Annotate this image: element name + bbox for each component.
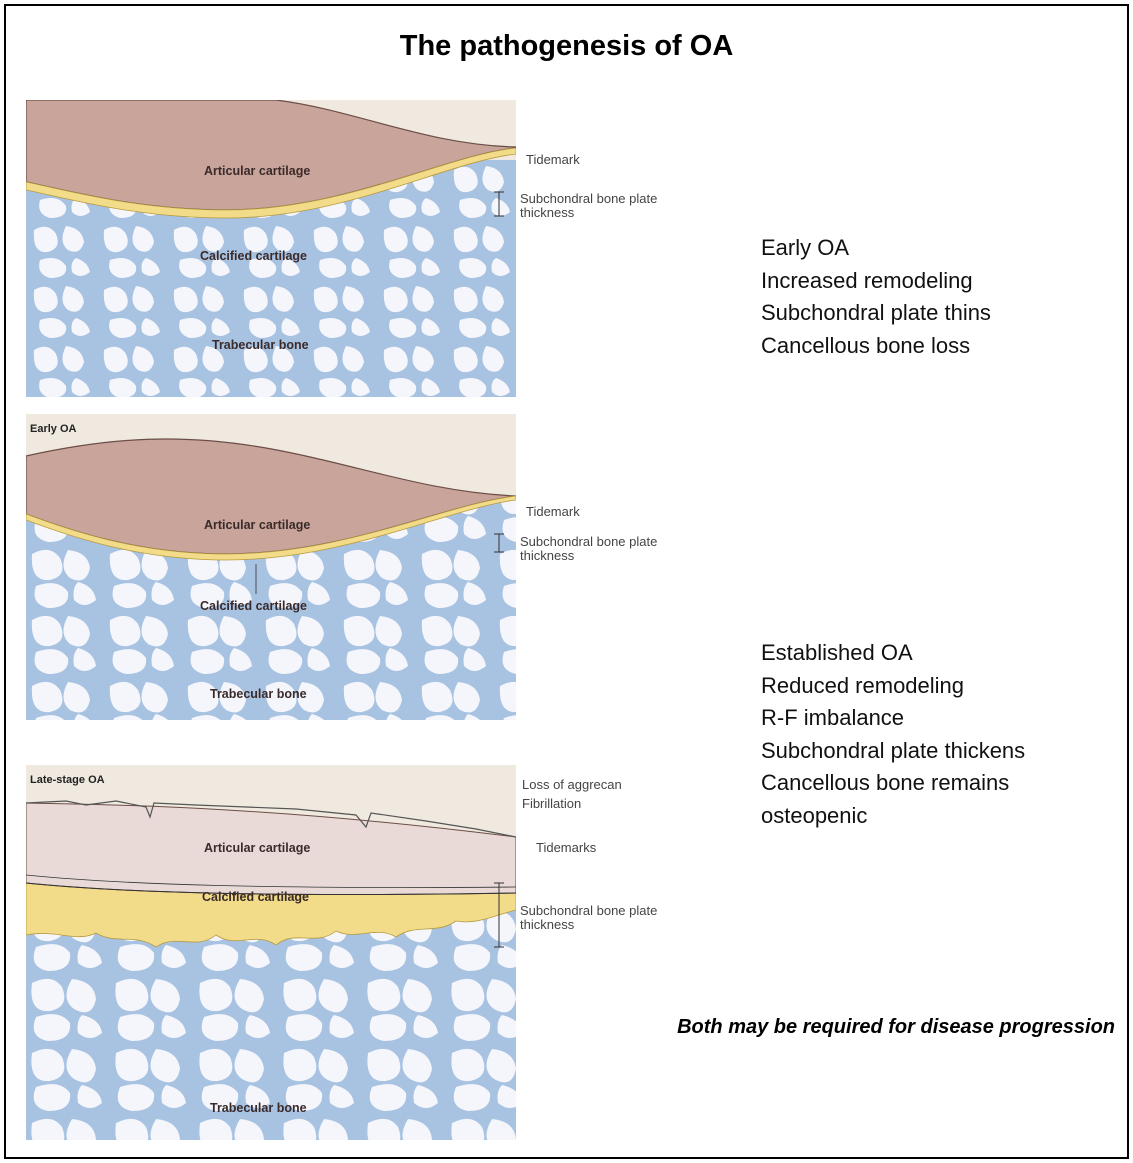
early-oa-line: Cancellous bone loss: [761, 330, 991, 363]
annotation-fibrillation: Fibrillation: [522, 797, 581, 811]
early-oa-illustration: [26, 414, 516, 720]
label-articular-cartilage: Articular cartilage: [204, 841, 310, 855]
early-oa-line: Subchondral plate thins: [761, 297, 991, 330]
label-articular-cartilage: Articular cartilage: [204, 518, 310, 532]
established-oa-line: Established OA: [761, 637, 1025, 670]
annotation-loss-of-aggrecan: Loss of aggrecan: [522, 778, 622, 792]
established-oa-line: R-F imbalance: [761, 702, 1025, 735]
established-oa-summary: Established OA Reduced remodeling R-F im…: [761, 637, 1025, 832]
label-trabecular-bone: Trabecular bone: [212, 338, 309, 352]
established-oa-line: osteopenic: [761, 800, 1025, 833]
early-oa-line: Increased remodeling: [761, 265, 991, 298]
panel-late-stage-oa: Late-stage OA Articular cartilage Calcif…: [26, 765, 516, 1140]
label-calcified-cartilage: Calcified cartilage: [200, 599, 307, 613]
established-oa-line: Reduced remodeling: [761, 670, 1025, 703]
established-oa-line: Subchondral plate thickens: [761, 735, 1025, 768]
footnote: Both may be required for disease progres…: [600, 1016, 1115, 1039]
panel-early-oa: Early OA Articular cartilage Calcified c…: [26, 414, 516, 720]
late-stage-oa-illustration: [26, 765, 516, 1140]
annotation-plate-thickness: Subchondral bone plate thickness: [520, 192, 657, 220]
annotation-tidemark: Tidemark: [526, 153, 580, 167]
annotation-plate-thickness: Subchondral bone plate thickness: [520, 904, 657, 932]
label-trabecular-bone: Trabecular bone: [210, 1101, 307, 1115]
label-trabecular-bone: Trabecular bone: [210, 687, 307, 701]
label-calcified-cartilage: Calcified cartilage: [200, 249, 307, 263]
panel-normal: Articular cartilage Calcified cartilage …: [26, 100, 516, 397]
annotation-tidemark: Tidemark: [526, 505, 580, 519]
annotation-plate-thickness: Subchondral bone plate thickness: [520, 535, 657, 563]
early-oa-summary: Early OA Increased remodeling Subchondra…: [761, 232, 991, 362]
panel-stage-label: Early OA: [30, 423, 76, 435]
figure-title: The pathogenesis of OA: [0, 30, 1133, 63]
annotation-tidemarks: Tidemarks: [536, 841, 596, 855]
label-articular-cartilage: Articular cartilage: [204, 164, 310, 178]
panel-stage-label: Late-stage OA: [30, 774, 105, 786]
label-calcified-cartilage: Calcified cartilage: [202, 890, 309, 904]
established-oa-line: Cancellous bone remains: [761, 767, 1025, 800]
early-oa-line: Early OA: [761, 232, 991, 265]
